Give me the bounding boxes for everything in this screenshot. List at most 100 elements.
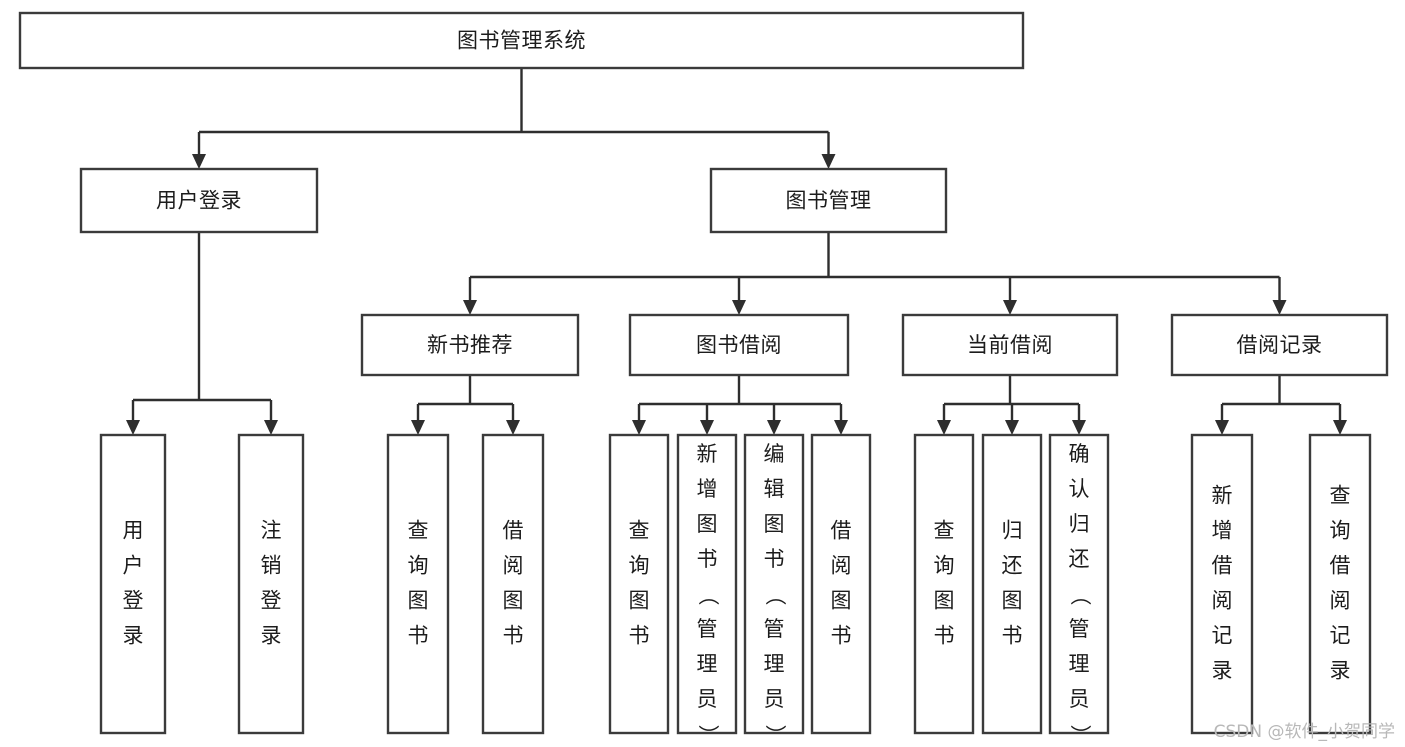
node-book-borrow[interactable]: 图书借阅 bbox=[628, 313, 850, 377]
node-label-borrow-records: 借阅记录 bbox=[1237, 333, 1323, 357]
node-box-borrow-edit-book bbox=[743, 433, 805, 735]
connector-group-book-borrow bbox=[632, 375, 848, 435]
node-label-char: ） bbox=[696, 725, 720, 746]
node-label-char: 阅 bbox=[1212, 589, 1233, 613]
node-label-char: 录 bbox=[1212, 659, 1233, 683]
connector-group-user-login bbox=[126, 232, 278, 435]
node-label-book-management: 图书管理 bbox=[786, 189, 872, 213]
node-box-current-return-book bbox=[981, 433, 1043, 735]
node-borrow-records[interactable]: 借阅记录 bbox=[1170, 313, 1389, 377]
node-box-current-confirm-return bbox=[1048, 433, 1110, 735]
arrow-head-icon bbox=[411, 420, 425, 435]
node-label-char: 录 bbox=[123, 624, 144, 648]
node-label-char: 询 bbox=[408, 554, 429, 578]
arrow-head-icon bbox=[506, 420, 520, 435]
node-label-char: ） bbox=[1068, 725, 1092, 746]
arrow-head-icon bbox=[732, 300, 746, 315]
node-box-current-query-book bbox=[913, 433, 975, 735]
node-label-current-borrow: 当前借阅 bbox=[967, 333, 1053, 357]
node-label-char: 图 bbox=[831, 589, 852, 613]
node-label-char: 员 bbox=[697, 687, 718, 711]
node-box-record-query bbox=[1308, 433, 1372, 735]
node-current-borrow[interactable]: 当前借阅 bbox=[901, 313, 1119, 377]
node-label-char: 书 bbox=[934, 624, 955, 648]
arrow-head-icon bbox=[1333, 420, 1347, 435]
node-label-char: 员 bbox=[1069, 687, 1090, 711]
node-label-char: 书 bbox=[1002, 624, 1023, 648]
node-label-char: ） bbox=[763, 725, 787, 746]
node-box-user-login bbox=[79, 167, 319, 234]
node-label-char: 询 bbox=[629, 554, 650, 578]
node-user-login-do[interactable]: 用户登录 bbox=[99, 433, 167, 735]
node-label-char: 归 bbox=[1002, 519, 1023, 543]
arrow-head-icon bbox=[1003, 300, 1017, 315]
arrow-head-icon bbox=[192, 154, 206, 169]
node-user-login[interactable]: 用户登录 bbox=[79, 167, 319, 234]
arrow-head-icon bbox=[126, 420, 140, 435]
node-box-borrow-query-book bbox=[608, 433, 670, 735]
arrow-head-icon bbox=[821, 154, 836, 169]
node-label-char: 查 bbox=[408, 519, 429, 543]
node-label-char: 归 bbox=[1069, 512, 1090, 536]
connector-group-root bbox=[192, 68, 836, 169]
node-box-user-logout bbox=[237, 433, 305, 735]
node-label-new-book-recommend: 新书推荐 bbox=[427, 333, 513, 357]
node-label-char: 图 bbox=[408, 589, 429, 613]
arrow-head-icon bbox=[767, 420, 781, 435]
node-label-char: 录 bbox=[261, 624, 282, 648]
node-label-char: 注 bbox=[261, 519, 282, 543]
node-label-char: 增 bbox=[1212, 519, 1233, 543]
node-label-char: 图 bbox=[764, 512, 785, 536]
connector-group-new-book-recommend bbox=[411, 375, 520, 435]
node-label-char: 书 bbox=[764, 547, 785, 571]
node-label-char: 查 bbox=[934, 519, 955, 543]
node-label-char: （ bbox=[763, 585, 787, 606]
node-box-root bbox=[18, 11, 1025, 70]
connector-group-current-borrow bbox=[937, 375, 1086, 435]
node-box-new-book-recommend bbox=[360, 313, 580, 377]
node-label-char: 管 bbox=[697, 617, 718, 641]
node-label-char: 图 bbox=[697, 512, 718, 536]
node-label-char: 销 bbox=[261, 554, 282, 578]
node-label-char: 理 bbox=[764, 652, 785, 676]
node-label-char: 借 bbox=[503, 519, 524, 543]
node-label-root: 图书管理系统 bbox=[457, 29, 586, 53]
node-box-recommend-borrow-book bbox=[481, 433, 545, 735]
node-label-book-borrow: 图书借阅 bbox=[696, 333, 782, 357]
node-book-management[interactable]: 图书管理 bbox=[709, 167, 948, 234]
node-label-char: 认 bbox=[1069, 477, 1090, 501]
node-root[interactable]: 图书管理系统 bbox=[18, 11, 1025, 70]
node-box-book-management bbox=[709, 167, 948, 234]
node-label-char: 录 bbox=[1330, 659, 1351, 683]
node-label-char: 还 bbox=[1069, 547, 1090, 571]
node-box-recommend-query-book bbox=[386, 433, 450, 735]
node-label-char: 阅 bbox=[503, 554, 524, 578]
node-label-char: 阅 bbox=[1330, 589, 1351, 613]
node-label-char: 借 bbox=[831, 519, 852, 543]
node-box-borrow-records bbox=[1170, 313, 1389, 377]
node-label-char: 理 bbox=[1069, 652, 1090, 676]
node-label-char: 确 bbox=[1069, 442, 1090, 466]
node-label-char: 记 bbox=[1212, 624, 1233, 648]
node-new-book-recommend[interactable]: 新书推荐 bbox=[360, 313, 580, 377]
connector-group-book-management bbox=[463, 232, 1287, 315]
node-label-char: 查 bbox=[629, 519, 650, 543]
node-label-char: 登 bbox=[261, 589, 282, 613]
node-box-user-login-do bbox=[99, 433, 167, 735]
node-label-char: 图 bbox=[503, 589, 524, 613]
node-label-char: （ bbox=[696, 585, 720, 606]
arrow-head-icon bbox=[1005, 420, 1019, 435]
